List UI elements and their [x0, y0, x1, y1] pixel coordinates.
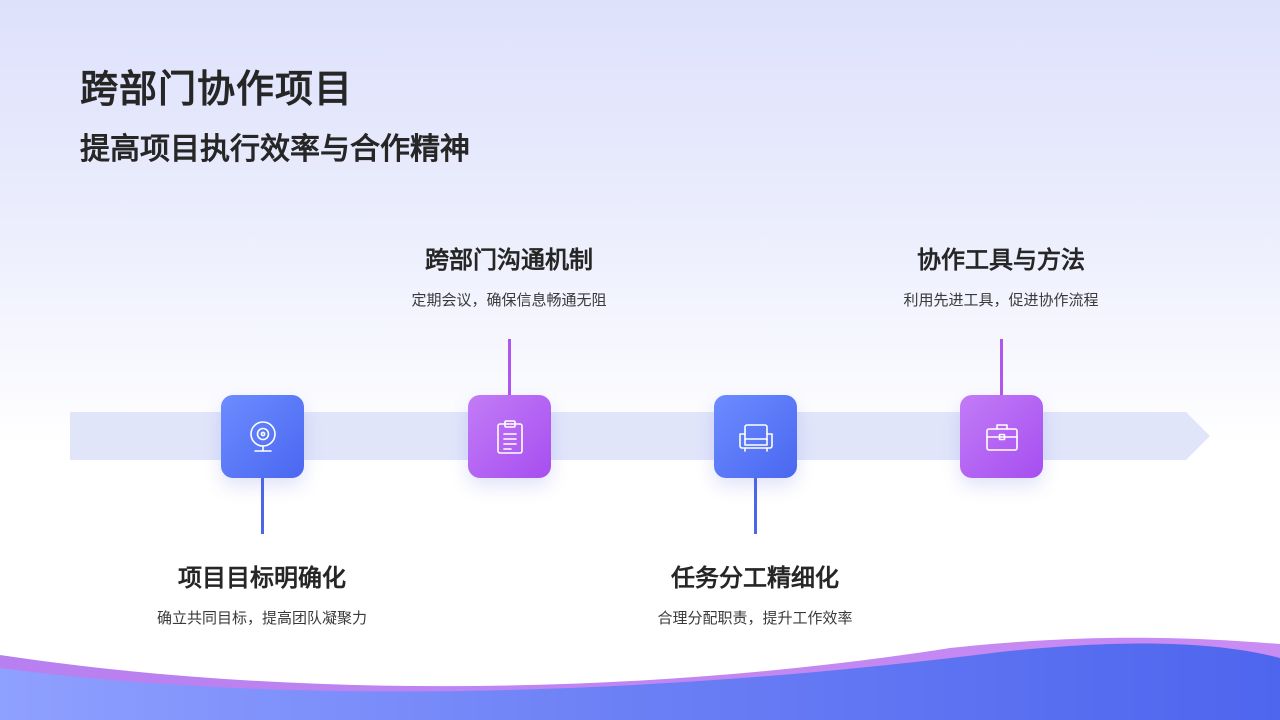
bottom-wave: [0, 637, 1280, 720]
connector-line: [508, 339, 511, 395]
step-4: 协作工具与方法 利用先进工具，促进协作流程: [831, 240, 1171, 310]
step-desc: 确立共同目标，提高团队凝聚力: [156, 609, 367, 627]
step-title: 任务分工精细化: [671, 564, 839, 592]
step-title: 项目目标明确化: [178, 564, 346, 592]
toolbox-icon: [985, 423, 1018, 451]
connector-line: [261, 478, 264, 534]
step-node-1: [221, 395, 304, 478]
clipboard-icon: [496, 419, 523, 454]
step-1: 项目目标明确化 确立共同目标，提高团队凝聚力: [92, 558, 432, 628]
step-desc: 利用先进工具，促进协作流程: [903, 291, 1099, 309]
page-subtitle: 提高项目执行效率与合作精神: [80, 132, 470, 167]
step-node-2: [468, 395, 551, 478]
connector-line: [754, 478, 757, 534]
step-node-4: [960, 395, 1043, 478]
page-title: 跨部门协作项目: [80, 67, 354, 111]
step-3: 任务分工精细化 合理分配职责，提升工作效率: [585, 558, 925, 628]
step-node-3: [714, 395, 797, 478]
armchair-icon: [738, 423, 773, 452]
step-desc: 合理分配职责，提升工作效率: [657, 609, 853, 627]
step-title: 跨部门沟通机制: [425, 246, 593, 274]
step-2: 跨部门沟通机制 定期会议，确保信息畅通无阻: [339, 240, 679, 310]
webcam-icon: [249, 420, 276, 452]
step-desc: 定期会议，确保信息畅通无阻: [411, 291, 607, 309]
connector-line: [1000, 339, 1003, 395]
step-title: 协作工具与方法: [917, 246, 1085, 274]
